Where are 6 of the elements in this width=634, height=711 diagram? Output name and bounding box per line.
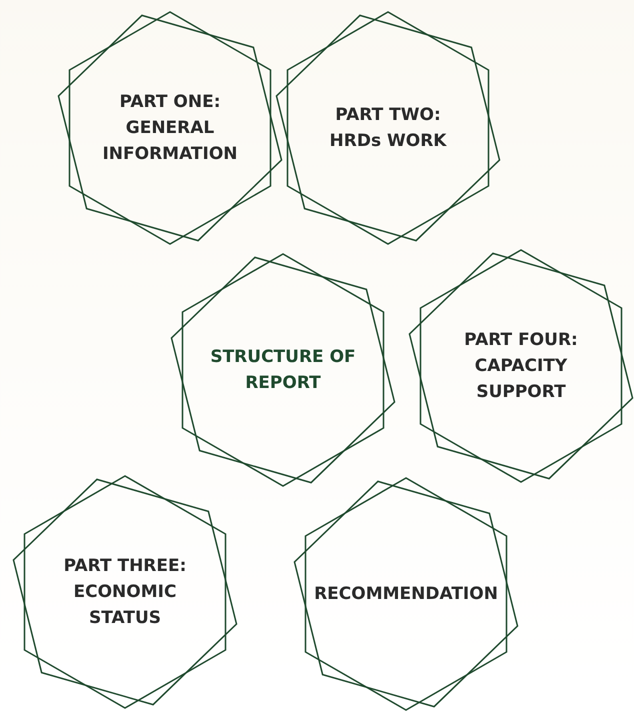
node-label: PART FOUR: CAPACITY SUPPORT	[463, 329, 579, 404]
node-label: STRUCTURE OF REPORT	[209, 346, 357, 395]
node-label: PART TWO: HRDs WORK	[328, 104, 448, 153]
node-label: PART ONE: GENERAL INFORMATION	[101, 91, 239, 166]
node-label: RECOMMENDATION	[313, 583, 499, 606]
node-label: PART THREE: ECONOMIC STATUS	[62, 555, 188, 630]
